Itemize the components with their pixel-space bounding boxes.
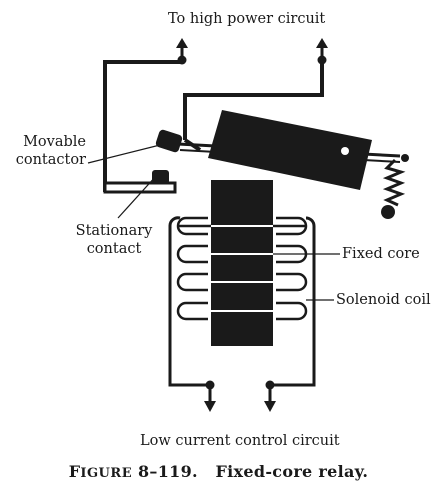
left-bottom-arrowhead	[204, 401, 216, 412]
caption-title: Fixed-core relay.	[215, 462, 369, 481]
spring-weight	[381, 205, 395, 219]
movable-contact-block	[155, 129, 183, 153]
movable-label-line1: Movable	[23, 134, 86, 150]
caption-prefix-first: F	[68, 462, 81, 481]
fixed-core	[211, 180, 273, 346]
right-power-wire	[183, 58, 324, 140]
movable-contactor-label: Movable contactor	[2, 133, 86, 169]
top-label: To high power circuit	[168, 11, 326, 27]
left-top-terminal	[177, 55, 187, 65]
spring-pin	[401, 154, 409, 162]
solenoid-coil	[176, 216, 308, 321]
stationary-contact	[152, 170, 169, 184]
movable-label-line2: contactor	[15, 152, 86, 168]
left-top-arrowhead	[176, 38, 188, 48]
control-circuit-wires	[168, 216, 316, 387]
right-top-arrowhead	[316, 38, 328, 48]
right-top-terminal	[317, 55, 327, 65]
spring	[382, 158, 406, 207]
stationary-label-line2: contact	[86, 241, 142, 257]
stationary-contact-label: Stationary contact	[72, 222, 156, 258]
solenoid-coil-label: Solenoid coil	[336, 292, 431, 308]
bottom-label: Low current control circuit	[140, 433, 340, 449]
stationary-base	[103, 181, 177, 194]
left-power-wire	[103, 58, 184, 192]
armature-block	[208, 110, 372, 190]
fixed-core-label: Fixed core	[342, 246, 420, 262]
stationary-label-line1: Stationary	[75, 223, 153, 239]
caption-prefix-rest: IGURE	[80, 466, 133, 481]
stationary-leader	[117, 175, 157, 219]
figure-caption: FIGURE 8–119. Fixed-core relay.	[0, 462, 437, 481]
movable-leader	[87, 144, 161, 164]
leader-lines	[87, 144, 340, 301]
armature-rivet	[341, 147, 349, 155]
coil-windings-front	[211, 225, 273, 312]
caption-number: 8–119.	[132, 462, 198, 481]
right-bottom-arrowhead	[264, 401, 276, 412]
